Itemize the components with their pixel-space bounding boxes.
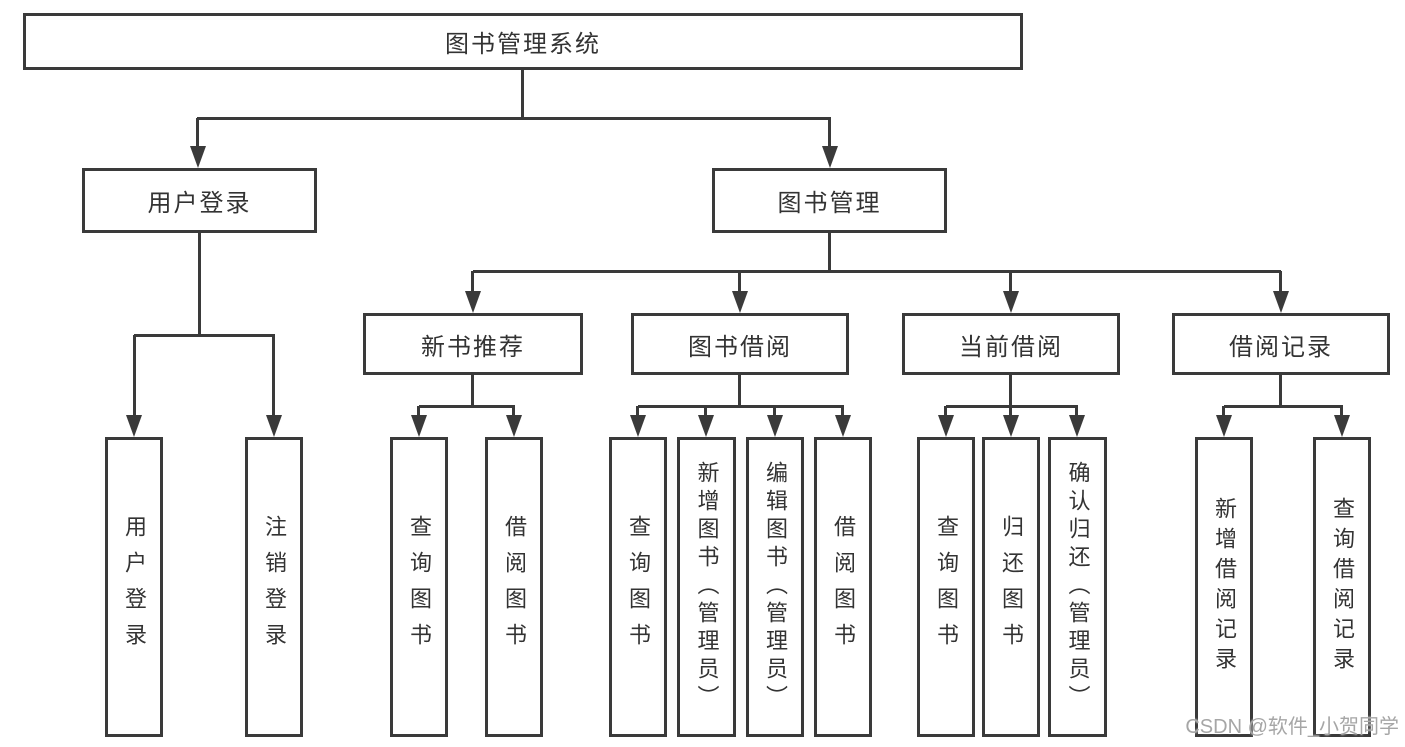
connector-branch-borrow-1 <box>512 406 515 417</box>
node-new-books-label: 新书推荐 <box>421 333 525 361</box>
node-book-borrow-label: 图书借阅 <box>688 333 792 361</box>
node-leaf-query-borrow-record-label: 查询借阅记录 <box>1330 497 1355 677</box>
connector-book-mgmt-stem <box>828 233 831 271</box>
node-leaf-edit-books-admin-label: 编辑图书（管理员） <box>763 461 788 713</box>
connector-branch-confirm-return <box>1075 406 1078 417</box>
node-leaf-logout-label: 注销登录 <box>262 515 287 659</box>
node-leaf-query-books-3: 查询图书 <box>917 437 975 737</box>
node-leaf-query-books-2-label: 查询图书 <box>626 515 651 659</box>
node-root-label: 图书管理系统 <box>445 31 601 58</box>
node-leaf-logout: 注销登录 <box>245 437 303 737</box>
node-book-mgmt: 图书管理 <box>712 168 947 233</box>
arrowhead-add-record <box>1216 415 1232 437</box>
node-leaf-query-books-1: 查询图书 <box>390 437 448 737</box>
connector-branch-logout <box>272 335 275 417</box>
arrowhead-borrow-2 <box>835 415 851 437</box>
connector-branch-book-mgmt <box>828 118 831 148</box>
node-leaf-borrow-books-1: 借阅图书 <box>485 437 543 737</box>
connector-branch-new-books <box>471 271 474 293</box>
arrowhead-confirm-return <box>1069 415 1085 437</box>
node-borrow-records-label: 借阅记录 <box>1229 333 1333 361</box>
connector-book-borrow-split <box>638 405 844 408</box>
node-leaf-query-books-1-label: 查询图书 <box>407 515 432 659</box>
node-leaf-login: 用户登录 <box>105 437 163 737</box>
node-leaf-borrow-books-1-label: 借阅图书 <box>502 515 527 659</box>
node-new-books: 新书推荐 <box>363 313 583 375</box>
connector-book-borrow-stem <box>738 375 741 406</box>
arrowhead-book-borrow <box>732 291 748 313</box>
connector-book-mgmt-split <box>473 270 1281 273</box>
node-book-borrow: 图书借阅 <box>631 313 849 375</box>
node-leaf-query-books-3-label: 查询图书 <box>934 515 959 659</box>
node-leaf-return-books: 归还图书 <box>982 437 1040 737</box>
node-leaf-add-borrow-record: 新增借阅记录 <box>1195 437 1253 737</box>
arrowhead-login <box>126 415 142 437</box>
arrowhead-borrow-1 <box>506 415 522 437</box>
connector-borrow-records-split <box>1224 405 1343 408</box>
connector-current-borrow-stem <box>1009 375 1012 406</box>
arrowhead-logout <box>266 415 282 437</box>
arrowhead-query-1 <box>411 415 427 437</box>
connector-new-books-stem <box>471 375 474 406</box>
node-leaf-add-books-admin-label: 新增图书（管理员） <box>694 461 720 713</box>
node-leaf-query-books-2: 查询图书 <box>609 437 667 737</box>
arrowhead-return-books <box>1003 415 1019 437</box>
connector-branch-add-books <box>704 406 707 417</box>
connector-branch-book-borrow <box>738 271 741 293</box>
connector-branch-return-books <box>1009 406 1012 417</box>
arrowhead-edit-books <box>767 415 783 437</box>
csdn-watermark: CSDN @软件_小贺同学 <box>1185 716 1399 738</box>
node-leaf-login-label: 用户登录 <box>122 515 147 659</box>
node-leaf-confirm-return-admin: 确认归还（管理员） <box>1048 437 1107 737</box>
connector-branch-current-borrow <box>1009 271 1012 293</box>
node-leaf-add-books-admin: 新增图书（管理员） <box>677 437 736 737</box>
arrowhead-query-3 <box>938 415 954 437</box>
connector-branch-borrow-2 <box>841 406 844 417</box>
connector-branch-borrow-records <box>1279 271 1282 293</box>
node-book-mgmt-label: 图书管理 <box>777 190 882 217</box>
arrowhead-add-books <box>698 415 714 437</box>
node-leaf-return-books-label: 归还图书 <box>999 515 1024 659</box>
node-current-borrow: 当前借阅 <box>902 313 1120 375</box>
connector-branch-query-3 <box>944 406 947 417</box>
node-leaf-borrow-books-2-label: 借阅图书 <box>831 515 856 659</box>
arrowhead-query-record <box>1334 415 1350 437</box>
node-leaf-borrow-books-2: 借阅图书 <box>814 437 872 737</box>
connector-branch-query-record <box>1340 406 1343 417</box>
connector-new-books-split <box>419 405 515 408</box>
connector-branch-query-1 <box>417 406 420 417</box>
arrowhead-book-mgmt <box>822 146 838 168</box>
connector-branch-query-2 <box>636 406 639 417</box>
node-current-borrow-label: 当前借阅 <box>959 333 1063 361</box>
connector-root-stem <box>521 70 524 118</box>
arrowhead-borrow-records <box>1273 291 1289 313</box>
connector-branch-login <box>133 335 136 417</box>
node-leaf-edit-books-admin: 编辑图书（管理员） <box>746 437 804 737</box>
node-user-login: 用户登录 <box>82 168 317 233</box>
connector-branch-user-login <box>196 118 199 148</box>
arrowhead-user-login <box>190 146 206 168</box>
connector-user-login-stem <box>198 233 201 335</box>
node-borrow-records: 借阅记录 <box>1172 313 1390 375</box>
node-user-login-label: 用户登录 <box>147 190 252 217</box>
node-root: 图书管理系统 <box>23 13 1023 70</box>
connector-branch-edit-books <box>773 406 776 417</box>
connector-user-login-split <box>134 334 275 337</box>
connector-current-borrow-split <box>946 405 1078 408</box>
arrowhead-current-borrow <box>1003 291 1019 313</box>
node-leaf-confirm-return-admin-label: 确认归还（管理员） <box>1065 461 1091 713</box>
node-leaf-query-borrow-record: 查询借阅记录 <box>1313 437 1371 737</box>
arrowhead-query-2 <box>630 415 646 437</box>
connector-root-split <box>197 117 831 120</box>
arrowhead-new-books <box>465 291 481 313</box>
connector-branch-add-record <box>1222 406 1225 417</box>
connector-borrow-records-stem <box>1279 375 1282 406</box>
node-leaf-add-borrow-record-label: 新增借阅记录 <box>1212 497 1237 677</box>
